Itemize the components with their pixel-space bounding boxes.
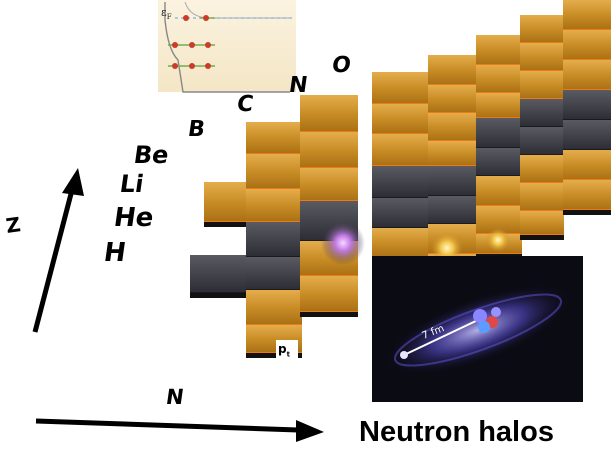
nuclide-cell-bound <box>428 55 478 85</box>
nuclide-cell-bound <box>300 276 358 312</box>
fermi-energy-subscript: F <box>166 13 172 22</box>
nuclide-cell-bound <box>476 176 522 206</box>
nuclide-cell-bound <box>300 95 358 132</box>
nuclide-cell-bound <box>520 155 564 183</box>
element-label-he: He <box>111 203 156 233</box>
nuclide-cell-bound <box>520 211 564 235</box>
nuclide-cell-bound <box>476 35 522 65</box>
nucleon-dot <box>189 63 195 69</box>
column-shadow <box>204 222 250 227</box>
element-label-li: Li <box>118 170 146 198</box>
nuclide-cell-bound <box>563 0 611 30</box>
nuclide-cell-bound <box>520 43 564 71</box>
nuclide-cell-bound <box>563 150 611 180</box>
nuclide-cell-bound <box>520 15 564 43</box>
nuclide-cell-bound <box>372 134 428 166</box>
nuclide-cell-unbound <box>476 148 522 176</box>
column-shadow <box>563 210 611 215</box>
nuclide-cell-bound <box>563 60 611 90</box>
nuclide-cell-bound <box>246 290 302 325</box>
halo-nucleus-glow <box>321 221 365 265</box>
nuclide-cell-bound <box>520 183 564 211</box>
element-label-b: B <box>186 117 207 142</box>
nuclide-cell-bound <box>563 30 611 60</box>
z-axis-label: Z <box>4 212 23 238</box>
nuclide-cell-bound <box>428 141 478 166</box>
proton-dripline-subscript: t <box>286 350 290 359</box>
potential-well-inset <box>158 0 296 93</box>
nuclide-columns <box>190 0 611 358</box>
nuclide-cell-unbound <box>246 222 302 257</box>
nuclide-cell-bound <box>300 168 358 201</box>
element-label-be: Be <box>132 141 171 169</box>
nuclide-cell-unbound <box>372 166 428 198</box>
proton-dripline-symbol: p <box>278 342 287 356</box>
halo-core-nucleon <box>473 309 487 323</box>
nuclide-cell-bound <box>300 132 358 168</box>
nuclide-cell-unbound <box>246 257 302 290</box>
nucleon-dot <box>183 15 189 21</box>
nucleon-dot <box>205 42 211 48</box>
nuclide-cell-bound <box>246 154 302 189</box>
nuclide-cell-unbound <box>563 90 611 120</box>
column-shadow <box>300 312 358 317</box>
proton-dripline-label: pt <box>276 340 298 358</box>
fermi-energy-symbol: ε <box>161 6 167 19</box>
nuclide-cell-bound <box>476 93 522 118</box>
nuclide-cell-unbound <box>563 120 611 150</box>
n-axis-label: N <box>164 385 186 409</box>
nuclide-cell-unbound <box>190 255 248 293</box>
nuclide-cell-bound <box>476 65 522 93</box>
figure-caption: Neutron halos <box>359 416 554 448</box>
nuclide-cell-unbound <box>428 166 478 196</box>
element-label-h: H <box>101 238 128 268</box>
halo-core-nucleon <box>478 321 490 333</box>
neutron-halo-inset <box>372 256 583 402</box>
element-label-n: N <box>287 73 310 98</box>
nucleon-dot <box>172 42 178 48</box>
column-shadow <box>520 235 564 240</box>
nuclide-cell-bound <box>428 85 478 113</box>
nuclide-cell-bound <box>372 228 428 258</box>
nuclide-cell-unbound <box>520 99 564 127</box>
nuclide-cell-bound <box>246 189 302 222</box>
fermi-energy-label: εF <box>161 7 172 21</box>
nuclide-cell-bound <box>428 113 478 141</box>
nuclide-cell-unbound <box>476 118 522 148</box>
halo-neutron-dot <box>400 351 408 359</box>
nuclide-cell-bound <box>520 71 564 99</box>
element-label-o: O <box>330 53 353 78</box>
halo-core-nucleon <box>491 307 501 317</box>
nuclide-cell-bound <box>563 180 611 210</box>
nuclide-cell-unbound <box>520 127 564 155</box>
nucleon-dot <box>205 63 211 69</box>
halo-nucleus-glow <box>486 228 510 252</box>
nuclide-cell-bound <box>372 104 428 134</box>
column-shadow <box>246 353 302 358</box>
element-label-c: C <box>235 92 255 117</box>
nucleon-dot <box>189 42 195 48</box>
column-shadow <box>190 293 248 298</box>
z-axis-arrow <box>32 168 84 333</box>
nuclide-cell-unbound <box>428 196 478 224</box>
n-axis-arrow <box>35 418 324 442</box>
nuclide-cell-bound <box>246 122 302 154</box>
nucleon-dot <box>203 15 209 21</box>
nuclide-cell-unbound <box>372 198 428 228</box>
nuclide-cell-bound <box>204 182 250 222</box>
nucleon-dot <box>172 63 178 69</box>
nuclide-cell-bound <box>372 72 428 104</box>
